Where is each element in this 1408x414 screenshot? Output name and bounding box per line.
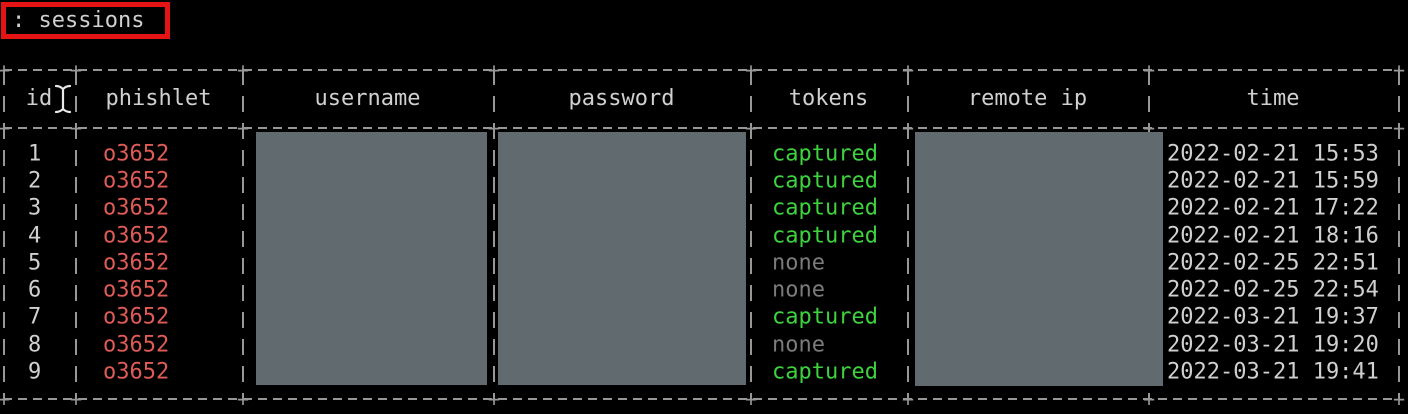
- border-cross: +: [0, 387, 11, 411]
- redaction-box-remote-ip: [915, 132, 1163, 386]
- cell-id: 5: [28, 250, 42, 276]
- header-username: username: [314, 86, 421, 111]
- header-time: time: [1246, 86, 1300, 111]
- border-cross: +: [901, 387, 915, 411]
- border-cross: +: [901, 116, 915, 140]
- border-cross: +: [744, 58, 758, 82]
- prompt-highlight-box: : sessions: [1, 2, 170, 39]
- table-row: 7 o3652 captured 2022-03-21 19:37: [3, 304, 1400, 331]
- cell-id: 7: [28, 304, 42, 330]
- border-cross: +: [487, 116, 501, 140]
- border-cross: +: [69, 58, 83, 82]
- border-cross: +: [69, 387, 83, 411]
- border-cross: +: [236, 58, 250, 82]
- table-border-header: [3, 127, 1400, 129]
- table-body: 1 o3652 captured 2022-02-21 15:53 2 o365…: [3, 140, 1400, 386]
- cell-time: 2022-02-21 18:16: [1167, 223, 1379, 249]
- border-cross: +: [0, 58, 11, 82]
- cell-id: 2: [28, 168, 42, 194]
- cell-tokens-status: captured: [772, 359, 878, 385]
- border-cross: +: [744, 116, 758, 140]
- table-row: 8 o3652 none 2022-03-21 19:20: [3, 331, 1400, 358]
- header-id: id: [25, 86, 53, 111]
- cell-phishlet: o3652: [103, 332, 170, 358]
- border-cross: +: [1392, 58, 1406, 82]
- cell-phishlet: o3652: [103, 250, 170, 276]
- border-cross: +: [236, 116, 250, 140]
- col-sep: [3, 69, 5, 400]
- cell-phishlet: o3652: [103, 277, 170, 303]
- col-sep: [907, 69, 909, 400]
- text-select-cursor-icon: [54, 84, 72, 114]
- col-sep: [750, 69, 752, 400]
- cell-id: 1: [28, 141, 42, 167]
- cell-time: 2022-02-21 17:22: [1167, 195, 1379, 221]
- cell-phishlet: o3652: [103, 223, 170, 249]
- cell-phishlet: o3652: [103, 168, 170, 194]
- cell-time: 2022-03-21 19:20: [1167, 332, 1379, 358]
- border-cross: +: [236, 387, 250, 411]
- border-cross: +: [0, 116, 11, 140]
- cell-time: 2022-02-21 15:53: [1167, 141, 1379, 167]
- border-cross: +: [901, 58, 915, 82]
- cell-time: 2022-02-21 15:59: [1167, 168, 1379, 194]
- border-cross: +: [1392, 116, 1406, 140]
- table-row: 5 o3652 none 2022-02-25 22:51: [3, 249, 1400, 276]
- col-sep: [1398, 69, 1400, 400]
- cell-phishlet: o3652: [103, 195, 170, 221]
- border-cross: +: [1142, 387, 1156, 411]
- border-cross: +: [1392, 387, 1406, 411]
- prompt-command: : sessions: [12, 8, 145, 33]
- redaction-box-password: [498, 132, 746, 385]
- cell-phishlet: o3652: [103, 304, 170, 330]
- border-cross: +: [744, 387, 758, 411]
- border-cross: +: [1142, 58, 1156, 82]
- border-cross: +: [487, 387, 501, 411]
- header-tokens: tokens: [788, 86, 869, 111]
- col-sep: [493, 69, 495, 400]
- cell-time: 2022-02-25 22:54: [1167, 277, 1379, 303]
- cell-tokens-status: captured: [772, 223, 878, 249]
- table-row: 3 o3652 captured 2022-02-21 17:22: [3, 195, 1400, 222]
- cell-tokens-status: none: [772, 332, 825, 358]
- cell-id: 9: [28, 359, 42, 385]
- cell-phishlet: o3652: [103, 359, 170, 385]
- redaction-box-username: [256, 132, 487, 385]
- cell-time: 2022-02-25 22:51: [1167, 250, 1379, 276]
- cell-tokens-status: none: [772, 250, 825, 276]
- cell-tokens-status: captured: [772, 304, 878, 330]
- table-row: 2 o3652 captured 2022-02-21 15:59: [3, 167, 1400, 194]
- cell-id: 3: [28, 195, 42, 221]
- cell-tokens-status: captured: [772, 168, 878, 194]
- cell-tokens-status: captured: [772, 141, 878, 167]
- header-phishlet: phishlet: [105, 86, 212, 111]
- table-border-bottom: [3, 398, 1400, 400]
- table-row: 9 o3652 captured 2022-03-21 19:41: [3, 358, 1400, 385]
- table-border-top: [3, 69, 1400, 71]
- cell-tokens-status: none: [772, 277, 825, 303]
- border-cross: +: [69, 116, 83, 140]
- sessions-table: + + + + + + + + + + + + + + + + + + + + …: [0, 58, 1405, 411]
- table-row: 6 o3652 none 2022-02-25 22:54: [3, 276, 1400, 303]
- header-password: password: [568, 86, 675, 111]
- cell-id: 6: [28, 277, 42, 303]
- table-row: 1 o3652 captured 2022-02-21 15:53: [3, 140, 1400, 167]
- cell-time: 2022-03-21 19:41: [1167, 359, 1379, 385]
- table-row: 4 o3652 captured 2022-02-21 18:16: [3, 222, 1400, 249]
- border-cross: +: [487, 58, 501, 82]
- col-sep: [242, 69, 244, 400]
- cell-id: 8: [28, 332, 42, 358]
- header-remote-ip: remote ip: [967, 86, 1088, 111]
- col-sep: [75, 69, 77, 400]
- cell-phishlet: o3652: [103, 141, 170, 167]
- cell-time: 2022-03-21 19:37: [1167, 304, 1379, 330]
- cell-id: 4: [28, 223, 42, 249]
- cell-tokens-status: captured: [772, 195, 878, 221]
